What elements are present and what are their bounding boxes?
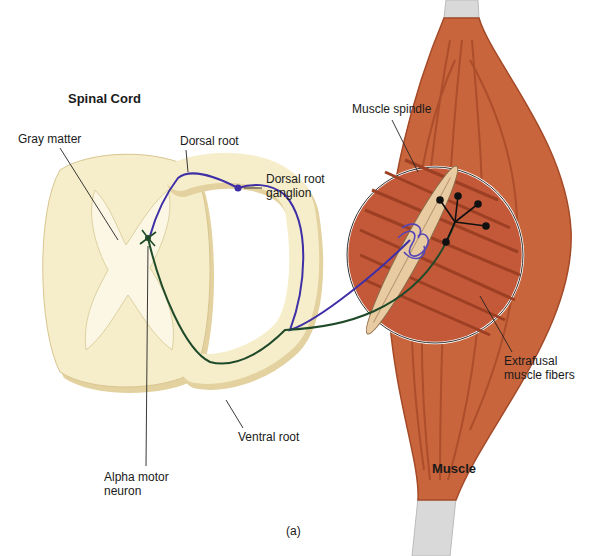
part-label: Muscle [432, 462, 476, 476]
part-label: Dorsal root ganglion [266, 172, 336, 200]
ganglion-cell [235, 185, 242, 192]
gray-matter [85, 190, 173, 350]
annulospiral-ending [398, 224, 428, 258]
tendon [412, 498, 456, 556]
motor-neuron-soma [145, 235, 151, 241]
part-label: (a) [286, 524, 301, 538]
muscle-spindle [358, 161, 467, 339]
part-label: Spinal Cord [68, 92, 141, 106]
motor-neuron [148, 222, 455, 364]
part-label: Muscle spindle [352, 102, 431, 116]
part-label: Gray matter [18, 132, 81, 146]
part-label: Alpha motor neuron [104, 470, 184, 498]
part-label: Ventral root [238, 430, 299, 444]
motor-end-plates [437, 193, 489, 245]
leader-lines [60, 120, 512, 466]
part-label: Extrafusal muscle fibers [504, 354, 586, 382]
tendon [444, 0, 479, 18]
motor-neuron-dendrites [140, 230, 156, 246]
part-label: Dorsal root [180, 134, 239, 148]
